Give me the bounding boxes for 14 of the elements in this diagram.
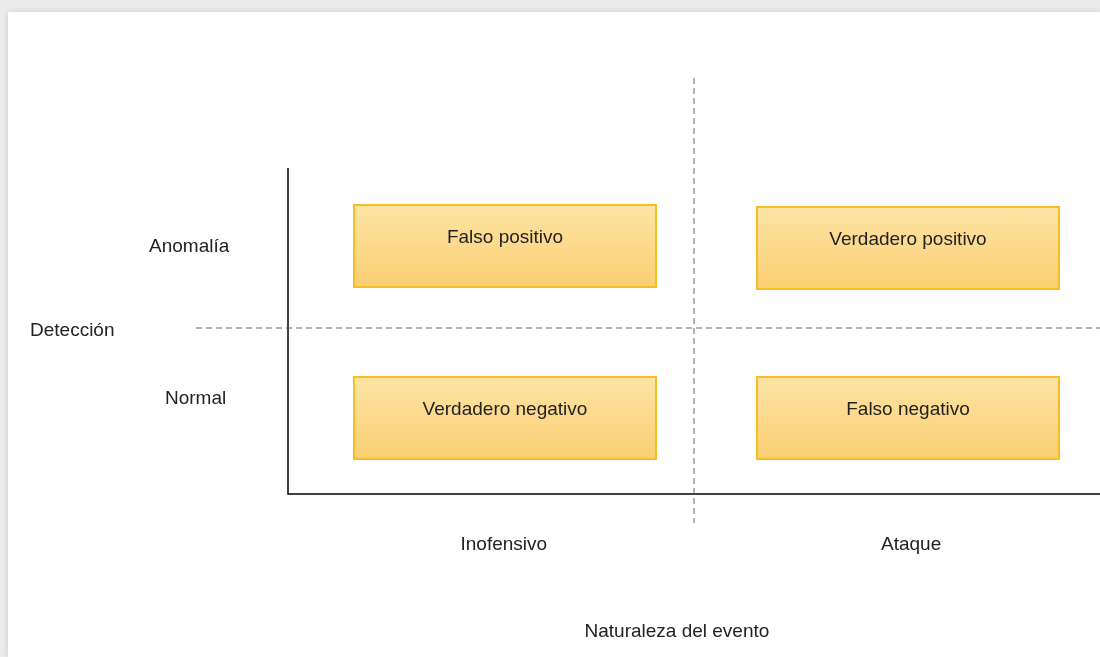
quadrant-box: [353, 204, 657, 288]
quadrant-box: [756, 206, 1060, 290]
box-label: Falso positivo: [446, 226, 564, 247]
box-label: Verdadero positivo: [829, 228, 987, 249]
box-label: Verdadero negativo: [422, 398, 588, 419]
row-label: Normal: [165, 387, 227, 409]
column-label: Inofensivo: [460, 533, 548, 555]
row-label: Anomalía: [149, 235, 230, 257]
box-label: Falso negativo: [846, 398, 970, 419]
quadrant-box: [756, 376, 1060, 460]
quadrant-box: [353, 376, 657, 460]
column-label: Ataque: [881, 533, 942, 555]
axis-title: Naturaleza del evento: [584, 620, 770, 642]
axis-title: Detección: [30, 319, 115, 341]
